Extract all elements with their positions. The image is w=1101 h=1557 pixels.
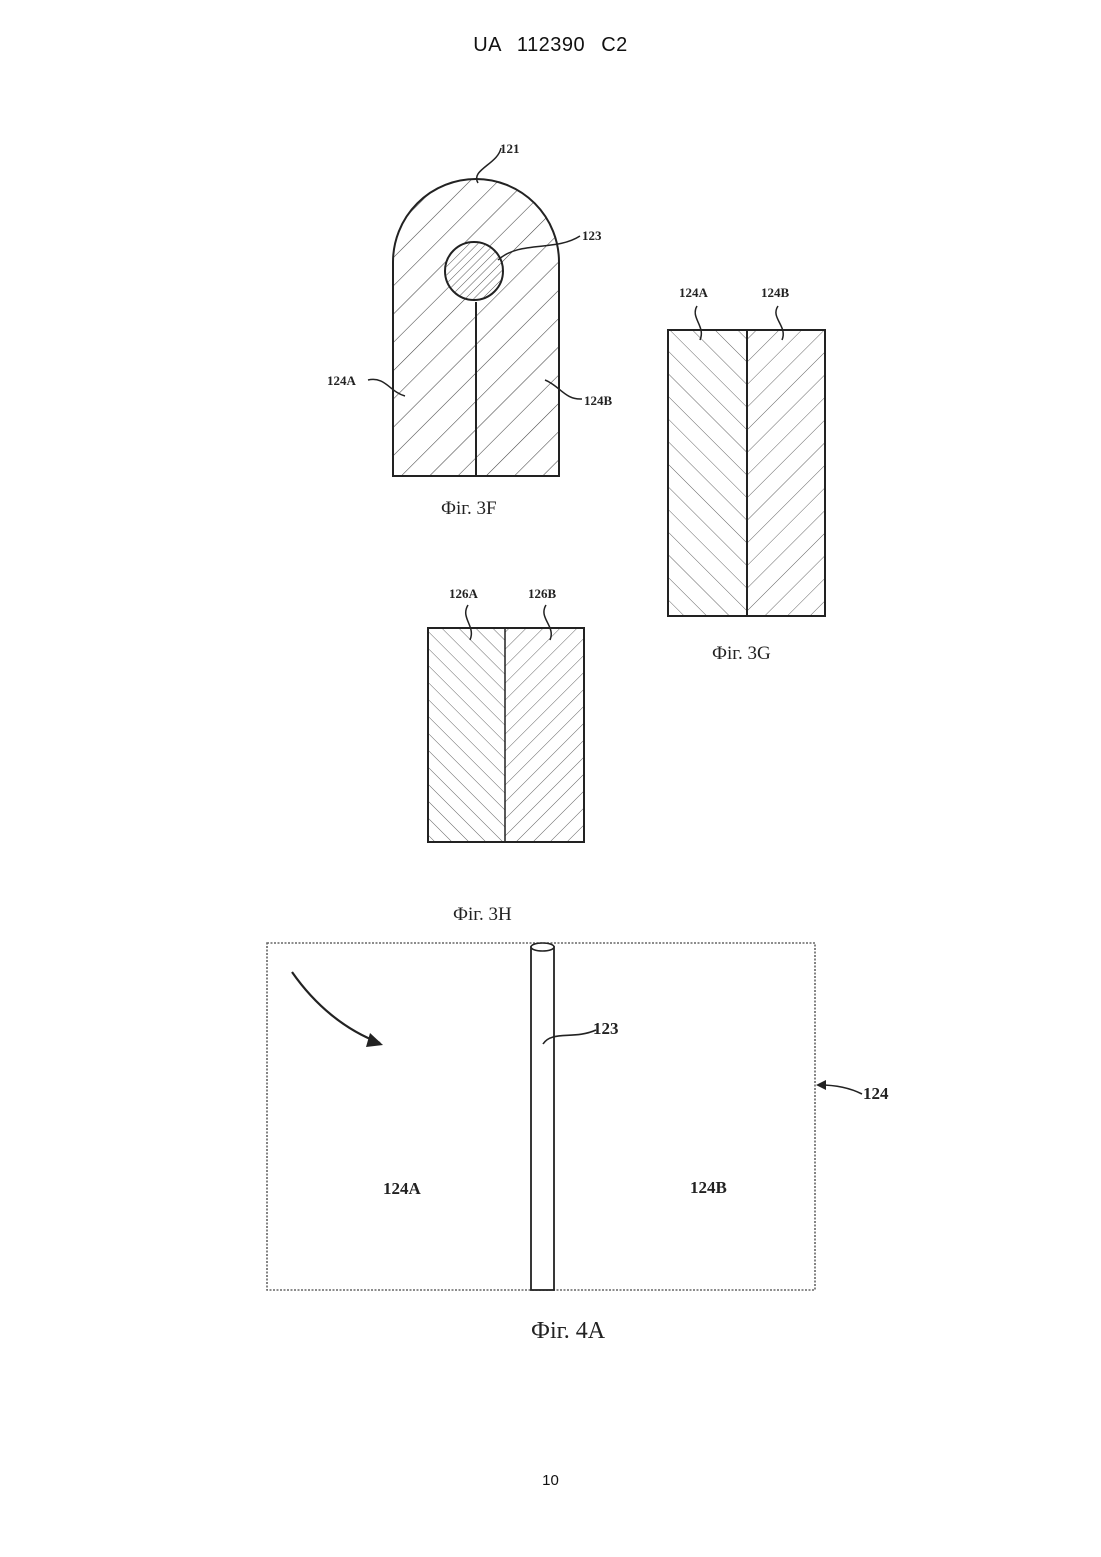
fig3h-label-126a: 126A — [449, 586, 479, 601]
fig3f-label-124b: 124B — [584, 393, 613, 408]
fig3h-left-panel — [428, 628, 505, 842]
fig3f-label-121: 121 — [500, 141, 520, 156]
fig4a-leader-124 — [820, 1085, 862, 1094]
figure-3f: 121 123 124A 124B Фіг. 3F — [327, 141, 613, 519]
fig3f-label-123: 123 — [582, 228, 602, 243]
fig4a-core-rod-top — [531, 943, 554, 951]
fig3g-left-panel — [668, 330, 747, 616]
page-number: 10 — [0, 1472, 1101, 1489]
fig3g-label-124a: 124A — [679, 285, 709, 300]
fig3g-label-124b: 124B — [761, 285, 790, 300]
fig4a-label-124: 124 — [863, 1084, 889, 1103]
figure-3g: 124A 124B Фіг. 3G — [668, 285, 825, 664]
fig3f-core-hatch — [446, 243, 502, 299]
fig3f-caption: Фіг. 3F — [441, 498, 497, 519]
figure-3h: 126A 126B Фіг. 3H — [428, 586, 584, 925]
fig3g-right-panel — [747, 330, 825, 616]
fig4a-label-123: 123 — [593, 1019, 619, 1038]
fig3h-caption: Фіг. 3H — [453, 904, 512, 925]
fig4a-leader-124-arrowhead — [816, 1080, 826, 1090]
fig4a-arrowhead — [366, 1033, 383, 1047]
fig4a-caption: Фіг. 4A — [531, 1318, 606, 1344]
fig3h-label-126b: 126B — [528, 586, 557, 601]
fig3h-right-panel — [505, 628, 584, 842]
figure-4a: 123 124 124A 124B Фіг. 4A — [267, 943, 889, 1344]
fig3f-leader-121 — [477, 148, 501, 183]
fig3g-caption: Фіг. 3G — [712, 643, 771, 664]
fig4a-label-124b: 124B — [690, 1178, 727, 1197]
fig3f-label-124a: 124A — [327, 373, 357, 388]
fig4a-core-rod — [531, 947, 554, 1290]
fig4a-label-124a: 124A — [383, 1179, 422, 1198]
fig4a-curved-arrow — [292, 972, 380, 1043]
